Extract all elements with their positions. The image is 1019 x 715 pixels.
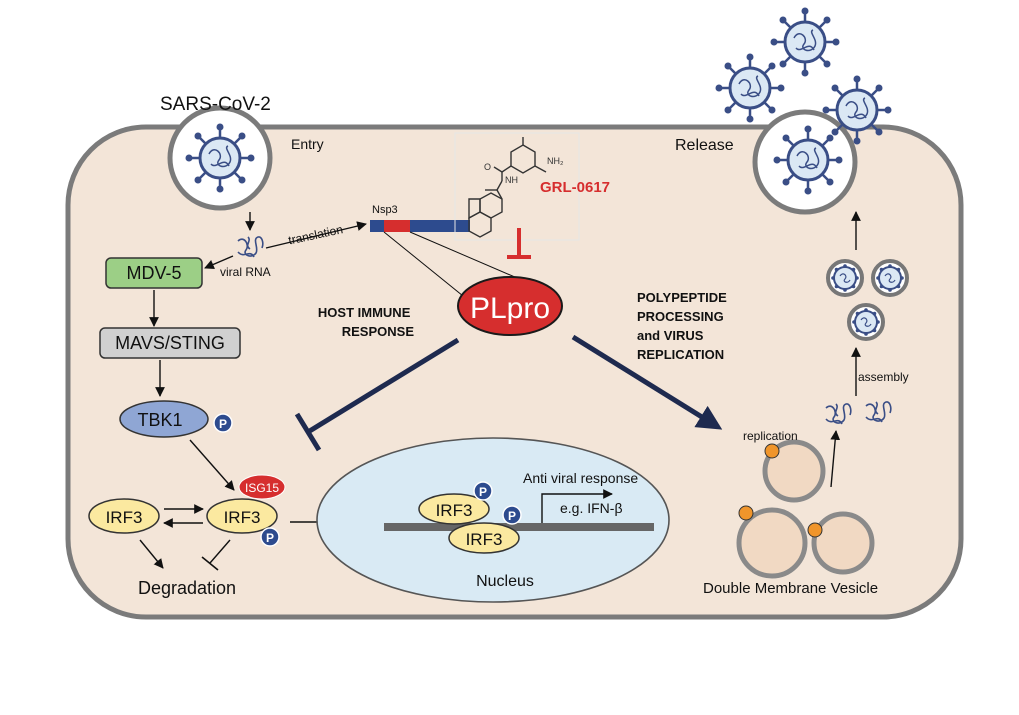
dna-strand — [384, 523, 654, 531]
tbk1-to-irf3-arrow — [189, 439, 235, 491]
irf3-label: IRF3 — [106, 508, 143, 527]
assembly-label: assembly — [858, 370, 909, 384]
cell-membrane — [65, 124, 964, 620]
viral-rna-label: viral RNA — [220, 265, 271, 279]
host-immune-label: HOST IMMUNE RESPONSE — [318, 305, 414, 339]
irf3-nuclear — [418, 493, 490, 525]
drug-nh-label: NH — [505, 175, 518, 185]
isg15-label: ISG15 — [245, 481, 279, 495]
polypeptide-line: PROCESSING — [637, 309, 724, 324]
double-membrane-vesicle — [807, 511, 875, 575]
replication-label: replication — [743, 429, 798, 443]
released-virus-icon — [769, 6, 841, 78]
dmv-label: Double Membrane Vesicle — [703, 580, 878, 597]
drug-inhibition-bar — [507, 228, 531, 259]
phospho-badge — [473, 481, 493, 501]
zoom-line — [383, 231, 469, 301]
phospho-badge-label: P — [266, 531, 274, 545]
irf3-nuclear — [448, 522, 520, 554]
released-virus-icon — [714, 52, 786, 124]
phospho-badge-label: P — [479, 485, 487, 499]
mdv5-label: MDV-5 — [126, 263, 181, 283]
irf3-degradation-block — [201, 539, 231, 571]
release-label: Release — [675, 137, 734, 154]
plpro-label: PLpro — [470, 292, 550, 325]
entry-vesicle — [167, 105, 273, 211]
grl0617-structure: O NH NH₂ — [454, 132, 580, 241]
phospho-badge — [260, 527, 280, 547]
drug-name: GRL-0617 — [540, 179, 610, 196]
phospho-badge — [502, 505, 522, 525]
assembled-virion-icon — [871, 259, 909, 297]
polypeptide-line: and VIRUS — [637, 328, 704, 343]
tbk1-label: TBK1 — [137, 410, 182, 430]
assembled-virion-icon — [826, 259, 864, 297]
isg15-tag — [238, 474, 286, 500]
irf3-inactive — [88, 498, 160, 534]
polypeptide-line: REPLICATION — [637, 347, 724, 362]
phospho-badge-label: P — [508, 509, 516, 523]
drug-nh2-label: NH₂ — [547, 156, 564, 166]
release-vesicle — [752, 109, 858, 215]
plpro-inhibition-arrow — [294, 337, 460, 452]
replication-to-rna-arrow — [830, 430, 841, 488]
nsp3-label: Nsp3 — [372, 204, 398, 216]
phospho-badge — [213, 413, 233, 433]
irf3-label: IRF3 — [466, 530, 503, 549]
entering-virus-icon — [184, 122, 256, 194]
mavs-sting-box — [99, 327, 241, 359]
host-immune-line: HOST IMMUNE — [318, 305, 411, 320]
irf3-active — [206, 498, 278, 534]
nucleus — [316, 437, 670, 603]
polypeptide-line: POLYPEPTIDE — [637, 290, 727, 305]
entry-label: Entry — [291, 136, 324, 152]
virus-title: SARS-CoV-2 — [160, 94, 271, 115]
releasing-virus-icon — [772, 124, 844, 196]
drug-o-label: O — [484, 162, 491, 172]
translation-arrow — [265, 221, 367, 249]
degradation-label: Degradation — [138, 578, 236, 598]
plpro-replication-arrow — [571, 334, 723, 430]
viral-rna-to-mdv5-arrow — [204, 255, 234, 270]
antiviral-label: Anti viral response — [523, 470, 638, 486]
ifn-label: e.g. IFN-β — [560, 500, 623, 516]
irf3-degradation-arrow — [139, 539, 164, 569]
nucleus-label: Nucleus — [476, 573, 534, 590]
polypeptide-label: POLYPEPTIDE PROCESSING and VIRUS REPLICA… — [637, 290, 730, 362]
tbk1-protein — [119, 400, 209, 438]
phospho-badge-label: P — [219, 417, 227, 431]
released-virus-icon — [821, 74, 893, 146]
double-membrane-vesicle — [762, 439, 826, 503]
irf3-label: IRF3 — [436, 501, 473, 520]
plpro-enzyme — [457, 276, 563, 336]
double-membrane-vesicle — [736, 505, 808, 579]
host-immune-line: RESPONSE — [342, 324, 415, 339]
irf3-label: IRF3 — [224, 508, 261, 527]
mavs-sting-label: MAVS/STING — [115, 333, 225, 353]
assembled-virion-icon — [847, 303, 885, 341]
mdv5-box — [105, 257, 203, 289]
transcription-start-arrow — [541, 489, 613, 523]
